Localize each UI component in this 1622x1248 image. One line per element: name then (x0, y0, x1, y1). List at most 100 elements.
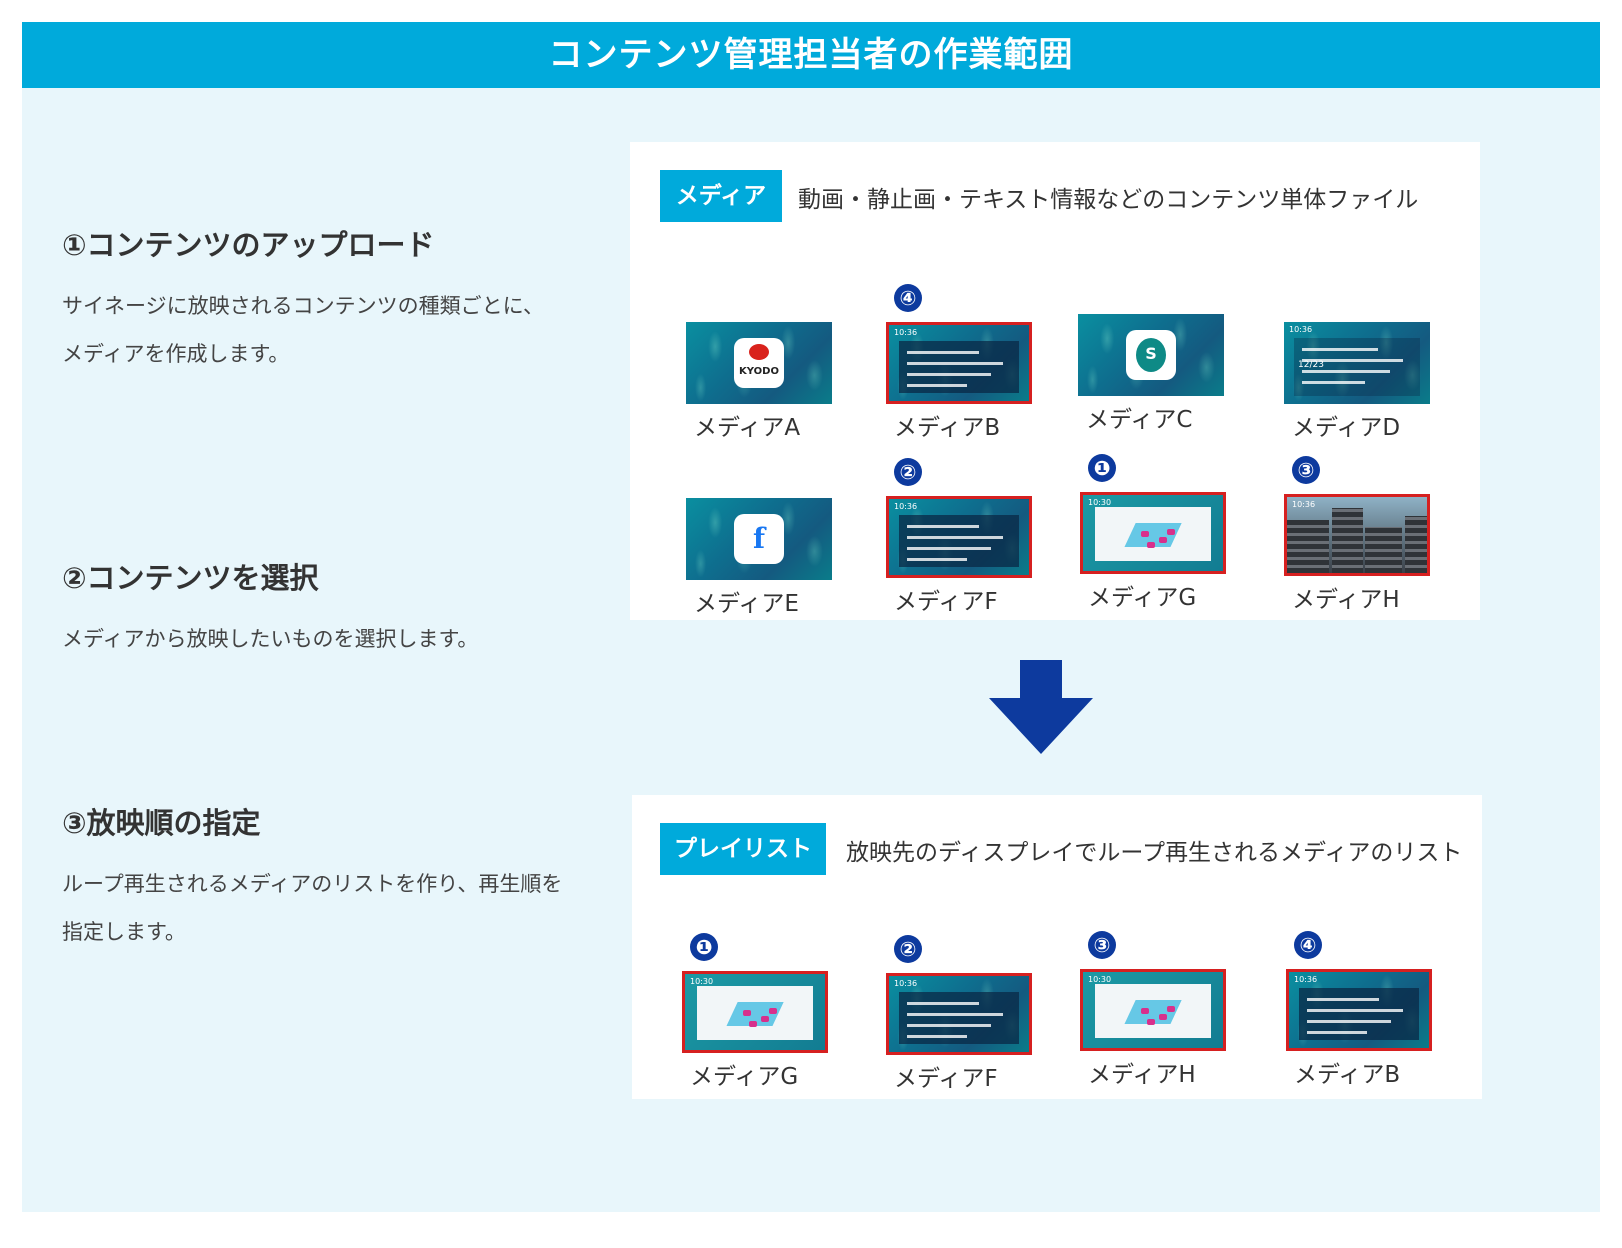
building (1404, 516, 1427, 573)
media-thumbnail[interactable]: S (1078, 314, 1224, 396)
media-thumbnail[interactable]: 10:30 (682, 971, 828, 1053)
text-line (1302, 348, 1378, 351)
media-label: メディアH (1292, 587, 1400, 613)
text-line (907, 1035, 967, 1038)
step-order-line1: ループ再生されるメディアのリストを作り、再生順を (62, 872, 563, 896)
logo-text: KYODO (739, 366, 779, 377)
room-screen (1095, 507, 1211, 561)
media-panel: メディア 動画・静止画・テキスト情報などのコンテンツ単体ファイル KYODO メデ… (630, 142, 1480, 620)
step-upload-heading: ①コンテンツのアップロード (62, 228, 435, 262)
step-upload-line1: サイネージに放映されるコンテンツの種類ごとに、 (62, 294, 544, 318)
text-line (1307, 1020, 1391, 1023)
order-badge: ② (894, 458, 922, 486)
playlist-tag: プレイリスト (660, 823, 826, 875)
news-card (899, 992, 1019, 1044)
room-screen (1095, 984, 1211, 1038)
clock-text: 10:36 (894, 502, 918, 511)
kyodo-logo-icon: KYODO (734, 338, 784, 388)
step-order: ③放映順の指定 ループ再生されるメディアのリストを作り、再生順を指定します。 (62, 800, 642, 956)
text-line (907, 536, 1003, 539)
media-label: メディアF (894, 589, 998, 615)
text-line (907, 1024, 991, 1027)
text-line (907, 362, 1003, 365)
step-order-text: ループ再生されるメディアのリストを作り、再生順を指定します。 (62, 860, 642, 956)
media-label: メディアB (894, 415, 1001, 441)
clock-text: 10:36 (1294, 975, 1318, 984)
down-arrow-icon (989, 660, 1093, 754)
clock-text: 10:36 (894, 979, 918, 988)
room-chair (1147, 542, 1156, 549)
room-screen (697, 986, 813, 1040)
media-thumbnail[interactable]: KYODO (686, 322, 832, 404)
order-badge: ② (894, 935, 922, 963)
room-chair (1158, 536, 1167, 543)
text-line (907, 1013, 1003, 1016)
media-description: 動画・静止画・テキスト情報などのコンテンツ単体ファイル (798, 187, 1419, 213)
room-chair (749, 1021, 758, 1028)
text-line (907, 351, 979, 354)
media-thumbnail[interactable]: f (686, 498, 832, 580)
text-line (1307, 998, 1379, 1001)
text-line (1302, 370, 1391, 373)
clock-text: 10:36 (894, 328, 918, 337)
playlist-panel: プレイリスト 放映先のディスプレイでループ再生されるメディアのリスト 10:30… (632, 795, 1482, 1099)
playlist-description: 放映先のディスプレイでループ再生されるメディアのリスト (846, 840, 1463, 866)
text-line (907, 525, 979, 528)
order-badge: ④ (894, 284, 922, 312)
clock-text: 10:36 (1289, 325, 1313, 334)
media-thumbnail[interactable]: 10:36 (886, 496, 1032, 578)
step-order-heading: ③放映順の指定 (62, 806, 261, 840)
text-line (907, 373, 991, 376)
clock-text: 10:30 (1088, 975, 1112, 984)
clock-text: 10:30 (1088, 498, 1112, 507)
building (1287, 519, 1329, 573)
order-badge: ③ (1292, 456, 1320, 484)
media-thumbnail[interactable]: 10:30 (1080, 492, 1226, 574)
media-thumbnail[interactable]: 10:36 (886, 973, 1032, 1055)
room-chair (1158, 1013, 1167, 1020)
news-card (899, 515, 1019, 567)
kyodo-mark-icon (749, 344, 769, 360)
media-label: メディアG (1088, 585, 1197, 611)
room-chair (743, 1010, 752, 1017)
media-thumbnail[interactable]: 10:36 (1284, 494, 1430, 576)
sharepoint-mark-icon (1136, 338, 1166, 372)
media-label: メディアC (1086, 407, 1193, 433)
text-line (1302, 359, 1403, 362)
media-tag: メディア (660, 170, 782, 222)
text-line (1307, 1031, 1367, 1034)
logo-text: S (1145, 344, 1157, 363)
date-text: 12/23 (1298, 360, 1324, 370)
order-badge: ❶ (690, 933, 718, 961)
media-label: メディアB (1294, 1062, 1401, 1088)
text-line (907, 547, 991, 550)
room-chair (1141, 531, 1150, 538)
step-select-text: メディアから放映したいものを選択します。 (62, 615, 642, 663)
sharepoint-logo-icon: S (1126, 330, 1176, 380)
building (1331, 508, 1363, 573)
facebook-logo-icon: f (734, 514, 784, 564)
clock-text: 10:30 (690, 977, 714, 986)
media-thumbnail[interactable]: 10:36 12/23 (1284, 322, 1430, 404)
building (1365, 527, 1402, 573)
diagram-title: コンテンツ管理担当者の作業範囲 (22, 22, 1600, 88)
step-select-line1: メディアから放映したいものを選択します。 (62, 627, 479, 651)
diagram-container: コンテンツ管理担当者の作業範囲 ①コンテンツのアップロード サイネージに放映され… (22, 22, 1600, 1212)
media-label: メディアD (1292, 415, 1401, 441)
text-line (1302, 381, 1365, 384)
text-line (907, 1002, 979, 1005)
media-thumbnail[interactable]: 10:36 (1286, 969, 1432, 1051)
room-chair (1166, 1005, 1175, 1012)
step-upload-line2: メディアを作成します。 (62, 342, 290, 366)
media-label: メディアE (694, 591, 799, 617)
room-chair (1166, 528, 1175, 535)
room-chair (1141, 1008, 1150, 1015)
media-thumbnail[interactable]: 10:30 (1080, 969, 1226, 1051)
media-thumbnail[interactable]: 10:36 (886, 322, 1032, 404)
media-label: メディアH (1088, 1062, 1196, 1088)
text-line (907, 384, 967, 387)
room-chair (1147, 1019, 1156, 1026)
text-line (1307, 1009, 1403, 1012)
text-line (907, 558, 967, 561)
media-label: メディアF (894, 1066, 998, 1092)
